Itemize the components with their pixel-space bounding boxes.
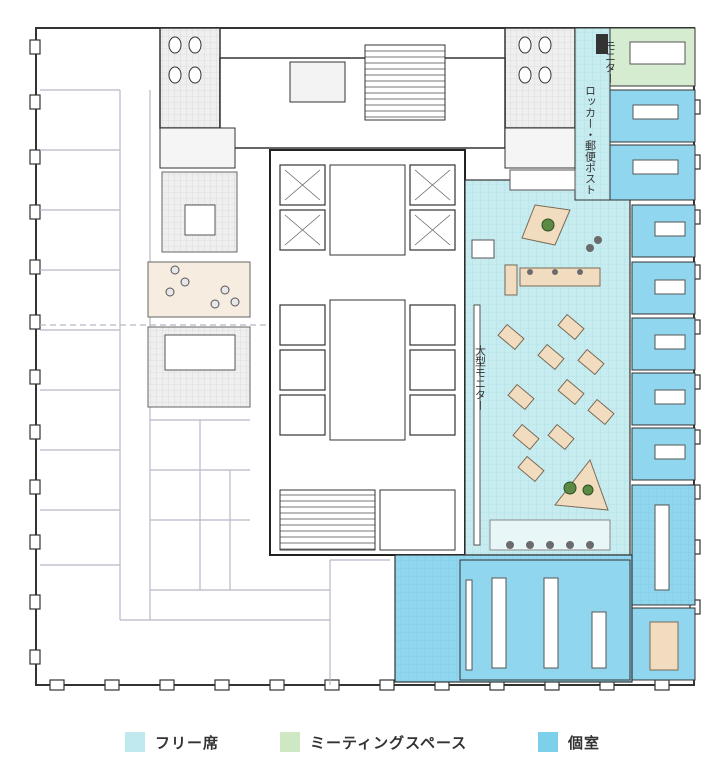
svg-text:モニター: モニター — [604, 40, 617, 84]
svg-text:ロッカー・郵便ポスト: ロッカー・郵便ポスト — [584, 85, 597, 195]
service-core — [159, 27, 576, 169]
stair-icon — [279, 489, 376, 551]
left-meeting-rooms — [147, 171, 251, 408]
legend-label-meeting-space: ミーティングスペース — [310, 733, 468, 752]
locker-post-label: ロッカー・郵便ポスト — [584, 85, 597, 195]
meeting-space — [596, 27, 696, 87]
svg-text:大型モニター: 大型モニター — [474, 344, 487, 411]
floor-plan: モニター ロッカー・郵便ポスト 大型モニター — [29, 27, 701, 691]
plant-icon — [541, 218, 594, 496]
free-seat-area — [464, 179, 631, 556]
chair-icon — [165, 265, 240, 309]
private-rooms — [609, 89, 696, 681]
legend-swatch-free-seat — [125, 732, 145, 752]
legend-label-free-seat: フリー席 — [155, 733, 220, 752]
legend-label-private-room: 個室 — [568, 733, 601, 752]
large-monitor-label: 大型モニター — [474, 344, 487, 411]
private-room-large — [394, 554, 633, 683]
legend-item-meeting-space: ミーティングスペース — [280, 732, 467, 752]
chair-icon — [506, 236, 602, 549]
monitor-label: モニター — [604, 40, 617, 84]
legend: フリー席 ミーティングスペース 個室 — [0, 718, 720, 758]
toilet-icon — [168, 36, 552, 84]
legend-swatch-private-room — [538, 732, 558, 752]
elevator-core — [269, 149, 466, 556]
legend-item-private-room: 個室 — [538, 732, 600, 752]
legend-item-free-seat: フリー席 — [125, 732, 219, 752]
legend-swatch-meeting-space — [280, 732, 300, 752]
